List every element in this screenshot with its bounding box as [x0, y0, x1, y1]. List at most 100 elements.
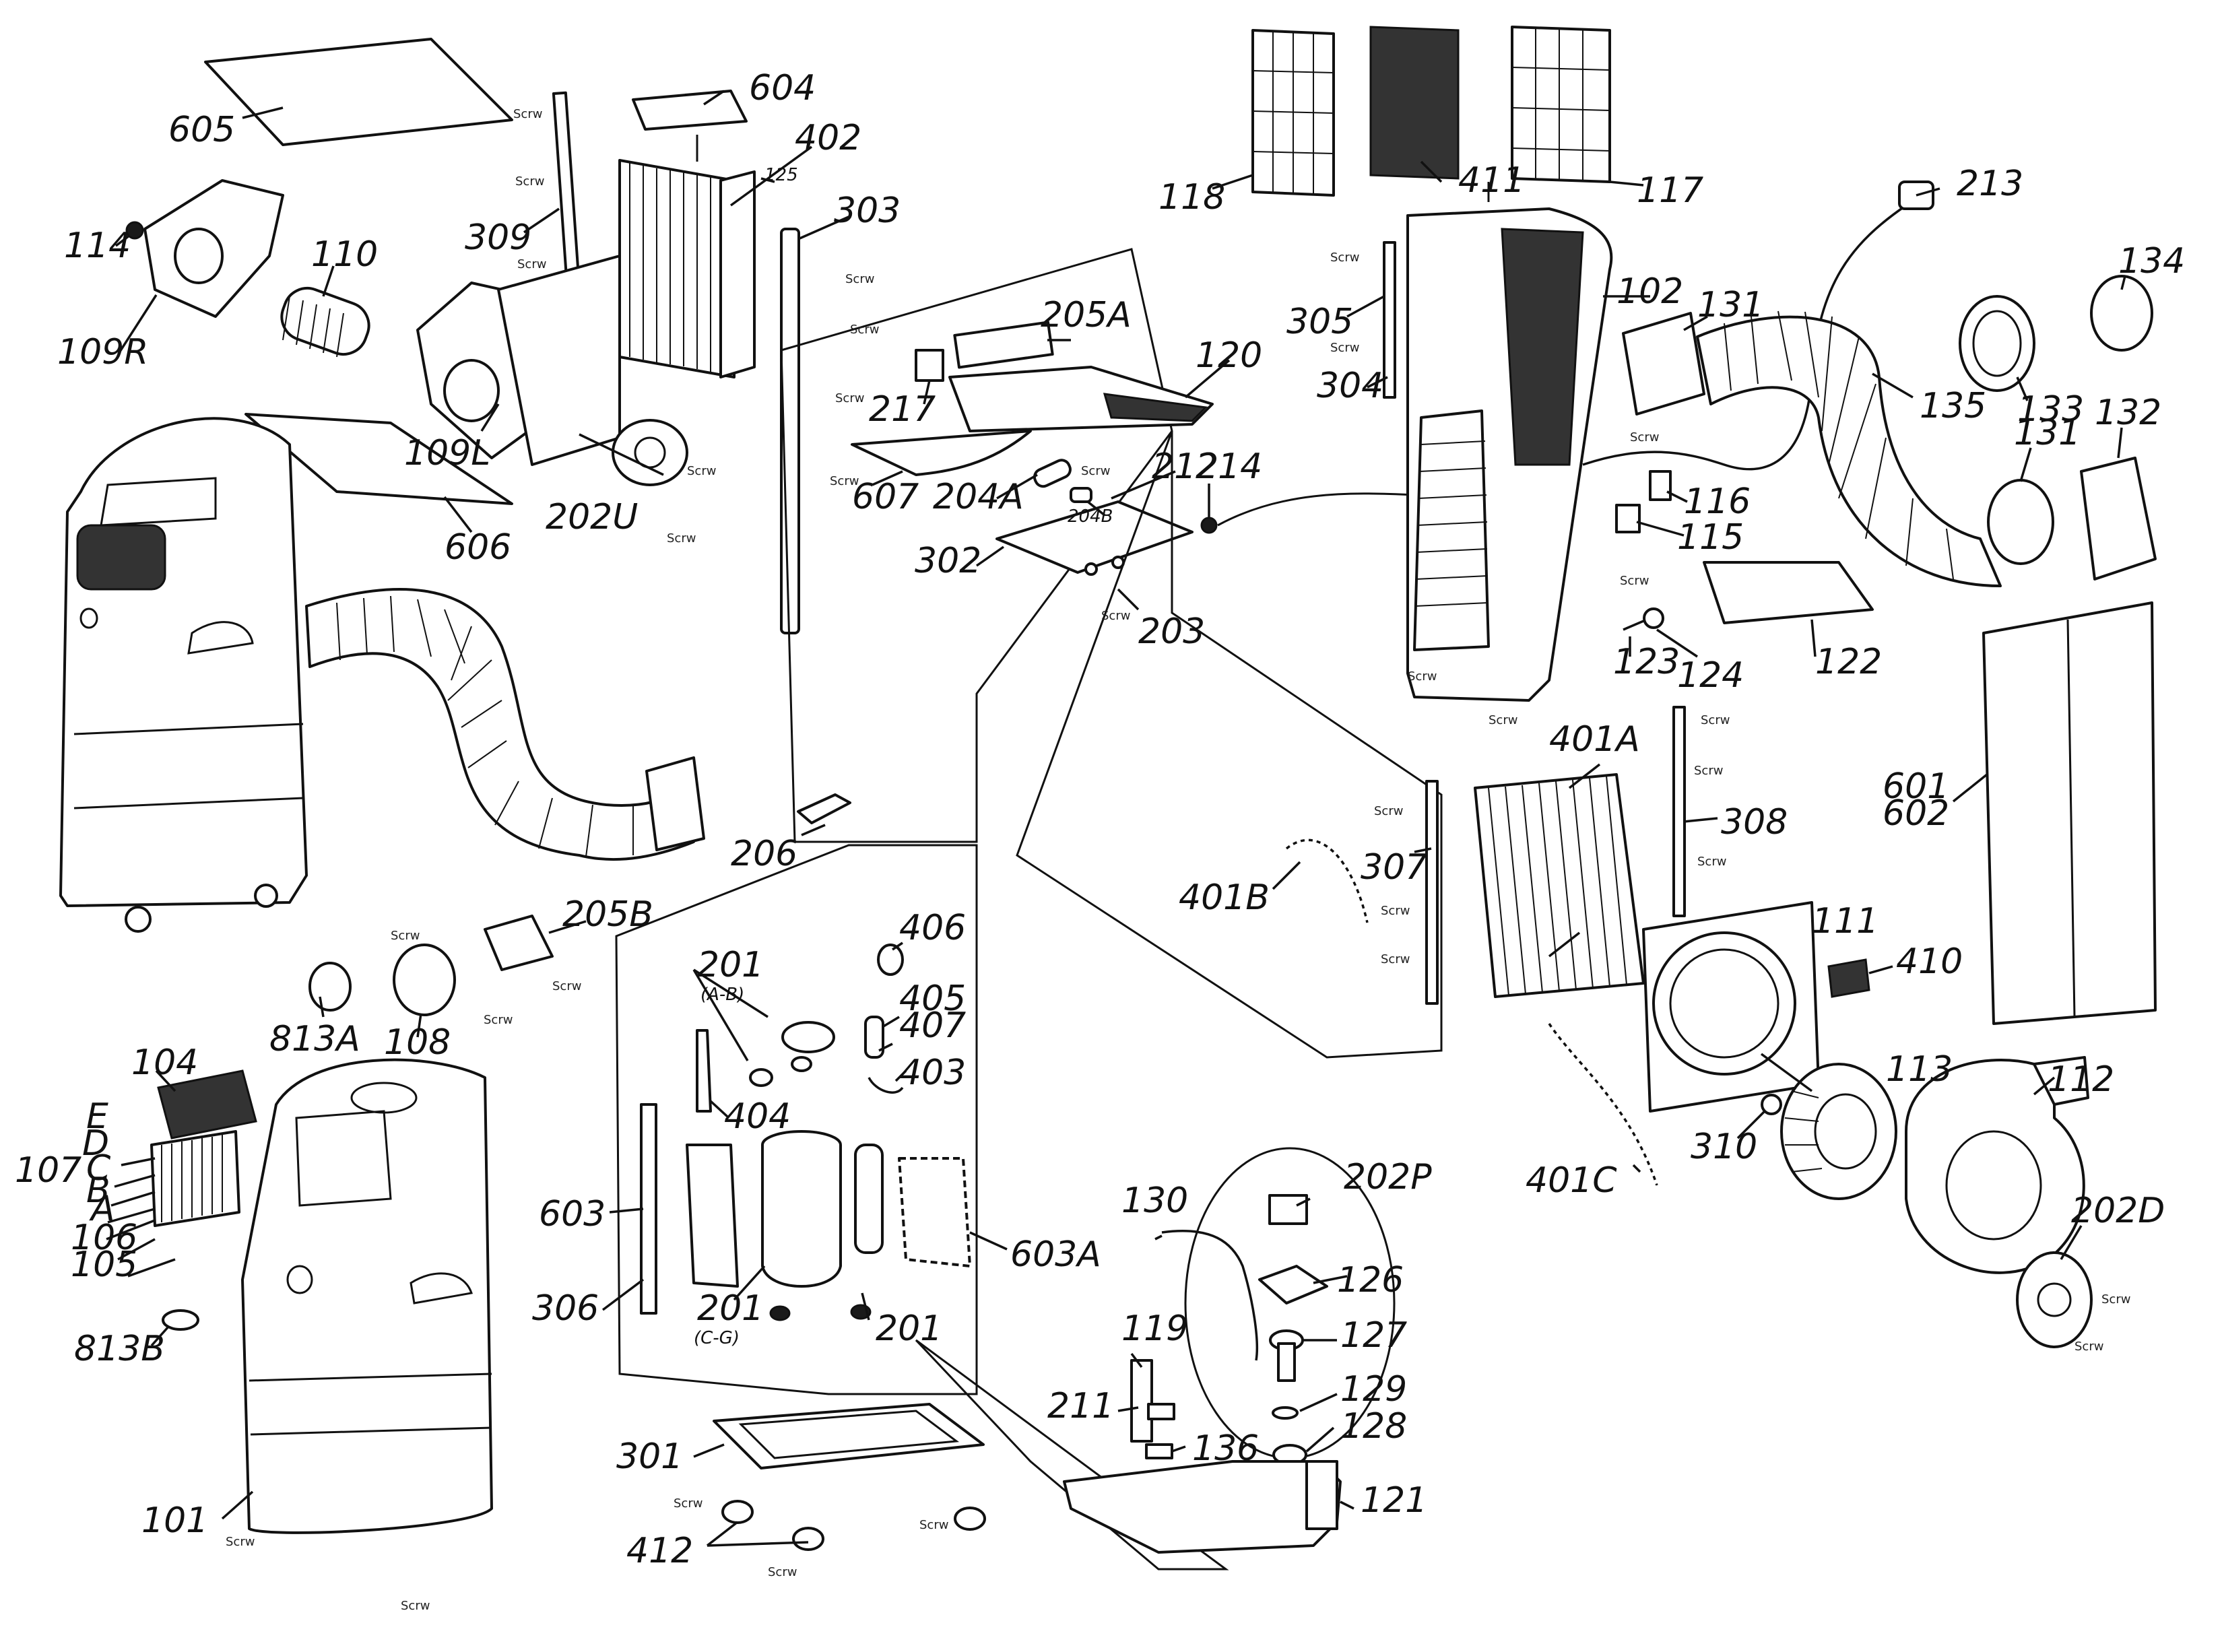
adapter-131-top — [1622, 312, 1705, 416]
label-114: 114 — [64, 226, 131, 266]
panel-603a — [898, 1157, 971, 1267]
label-129: 129 — [1340, 1369, 1407, 1410]
part-labels: 605 604 402 125 303 114 110 109R 309 109… — [15, 68, 2185, 1571]
filter-117 — [1511, 26, 1611, 183]
label-402: 402 — [795, 118, 861, 158]
caster-412a — [721, 1500, 754, 1524]
screw-note: Scrw — [1408, 669, 1437, 684]
label-211: 211 — [1047, 1386, 1114, 1426]
label-306: 306 — [532, 1288, 599, 1329]
screw-note: Scrw — [1701, 713, 1730, 727]
label-119: 119 — [1121, 1309, 1188, 1349]
condenser-402 — [618, 159, 736, 378]
label-136: 136 — [1192, 1428, 1259, 1469]
label-134: 134 — [2118, 241, 2185, 282]
hose-outlet — [645, 756, 705, 851]
label-201: 201 — [876, 1309, 942, 1349]
label-302: 302 — [915, 541, 981, 581]
label-a: A — [89, 1189, 115, 1229]
label-127: 127 — [1340, 1315, 1407, 1356]
motor-202u — [612, 419, 688, 486]
label-203: 203 — [1138, 612, 1205, 652]
panel-606 — [244, 413, 513, 505]
label-204b: 204B — [1068, 506, 1113, 527]
label-125: 125 — [764, 165, 798, 185]
label-602: 602 — [1883, 793, 1949, 834]
part-136 — [1145, 1443, 1173, 1459]
roller-110 — [280, 286, 370, 356]
motor-202d — [2016, 1251, 2093, 1348]
label-124: 124 — [1677, 655, 1744, 696]
label-101: 101 — [141, 1500, 208, 1541]
caster-412c — [954, 1507, 986, 1531]
wire-130 — [1161, 1230, 1259, 1361]
label-607: 607 — [852, 477, 919, 517]
label-204a: 204A — [933, 477, 1024, 517]
label-132: 132 — [2095, 393, 2161, 433]
label-604: 604 — [749, 68, 816, 108]
filter-dryer-405 — [864, 1016, 884, 1059]
label-113: 113 — [1886, 1049, 1953, 1090]
label-214: 214 — [1196, 447, 1262, 487]
screw-note: Scrw — [517, 257, 546, 271]
assembled-unit — [59, 417, 308, 907]
part-201ab — [781, 1021, 835, 1053]
grille-104 — [157, 1069, 257, 1139]
label-201ab-sub: (A-B) — [700, 985, 744, 1005]
screw-note: Scrw — [484, 1013, 513, 1027]
screw-note: Scrw — [401, 1599, 430, 1613]
label-131b: 131 — [2014, 413, 2081, 453]
relay-217 — [915, 349, 944, 382]
label-130: 130 — [1121, 1181, 1188, 1221]
label-110: 110 — [311, 234, 378, 275]
caster-412b — [792, 1527, 824, 1551]
label-405: 405 — [899, 979, 966, 1019]
screw-note: Scrw — [667, 531, 696, 546]
adapter-131-bottom — [1987, 479, 2054, 565]
label-122: 122 — [1815, 642, 1882, 682]
label-201cg-sub: (C-G) — [694, 1328, 740, 1348]
box-205a — [953, 321, 1054, 369]
label-406: 406 — [899, 908, 966, 948]
hose-401b — [1285, 838, 1369, 923]
screw-note: Scrw — [2074, 1340, 2103, 1354]
evaporator-401a — [1474, 773, 1645, 998]
bar-305 — [1383, 241, 1396, 399]
label-303: 303 — [834, 191, 901, 231]
board-205b — [484, 915, 554, 971]
label-401a: 401A — [1549, 719, 1640, 760]
screw-note: Scrw — [1630, 430, 1659, 444]
part-116 — [1649, 470, 1672, 501]
ring-133 — [1959, 295, 2035, 392]
screw-note: Scrw — [845, 272, 874, 286]
label-601: 601 — [1883, 766, 1949, 807]
hose-401c — [1548, 1023, 1658, 1186]
screw-note: Scrw — [1081, 464, 1110, 478]
filter-411 — [1369, 26, 1460, 180]
label-305: 305 — [1286, 302, 1353, 342]
label-202p: 202P — [1344, 1157, 1432, 1197]
label-126: 126 — [1337, 1260, 1404, 1300]
label-308: 308 — [1721, 802, 1788, 842]
part-410 — [1827, 958, 1870, 998]
washer-129 — [1272, 1406, 1299, 1420]
screw-note: Scrw — [1330, 341, 1359, 355]
label-201cg: 201 — [697, 1288, 764, 1329]
drain-base-121 — [1063, 1460, 1342, 1554]
label-202u: 202U — [546, 497, 638, 537]
label-410: 410 — [1896, 941, 1963, 982]
tray-122 — [1703, 561, 1874, 624]
cap-134 — [2090, 275, 2153, 352]
capacitor-204b — [1070, 487, 1092, 503]
label-107: 107 — [15, 1150, 81, 1191]
capacitor-204a — [1033, 459, 1072, 488]
label-c: C — [86, 1148, 111, 1189]
label-605: 605 — [168, 110, 235, 150]
label-201ab: 201 — [697, 945, 764, 985]
label-403: 403 — [899, 1053, 966, 1093]
label-128: 128 — [1340, 1406, 1407, 1447]
label-121: 121 — [1361, 1480, 1427, 1521]
bar-308 — [1672, 706, 1686, 917]
panel-607 — [851, 430, 1032, 476]
